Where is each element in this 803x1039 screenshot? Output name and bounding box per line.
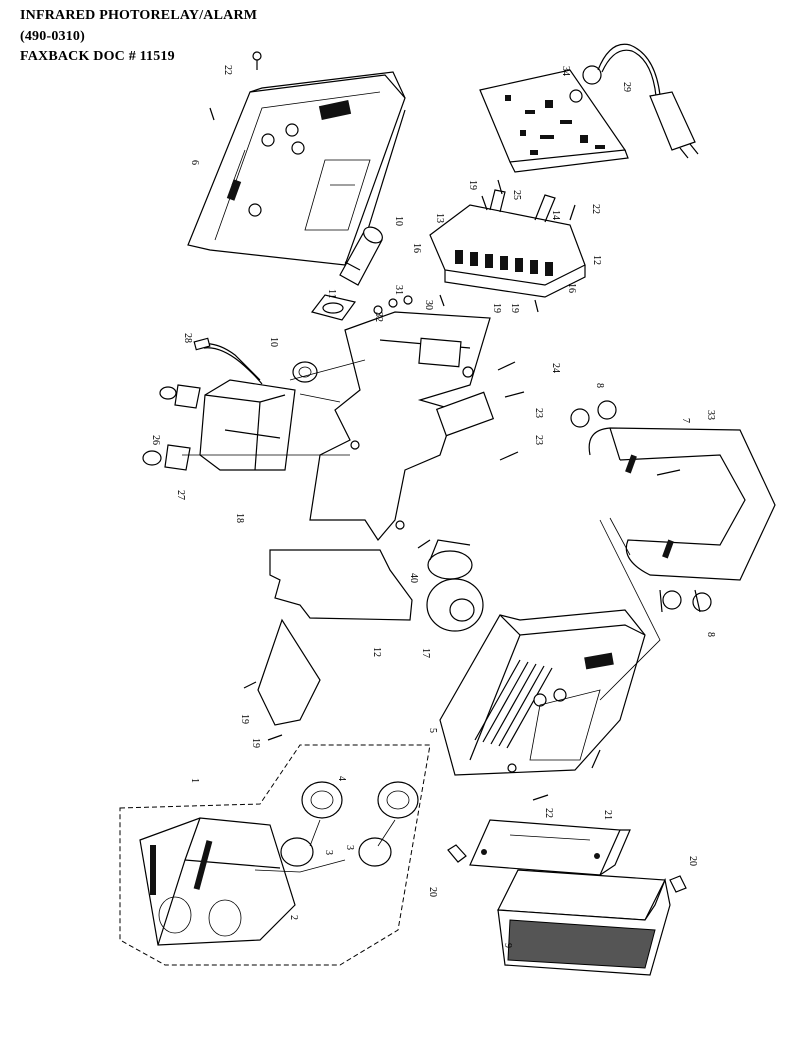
- part-number-label: 9: [502, 943, 513, 948]
- part-number-label: 13: [434, 213, 445, 223]
- part-number-label: 28: [182, 333, 193, 343]
- part-number-label: 22: [222, 65, 233, 75]
- part-number-label: 16: [411, 243, 422, 253]
- part-number-label: 10: [393, 216, 404, 226]
- part-number-label: 19: [239, 714, 250, 724]
- part-number-label: 7: [680, 418, 691, 423]
- header-doc: FAXBACK DOC # 11519: [20, 49, 175, 64]
- part-number-label: 19: [250, 738, 261, 748]
- part-number-label: 16: [566, 283, 577, 293]
- part-number-label: 3: [323, 850, 334, 855]
- speaker-parts: [280, 781, 419, 867]
- part-number-label: 23: [533, 408, 544, 418]
- part-number-label: 14: [550, 210, 561, 220]
- mounting-plate-part: [269, 549, 413, 621]
- header-model: (490-0310): [20, 29, 85, 44]
- part-number-label: 3: [344, 845, 355, 850]
- part-number-label: 19: [467, 180, 478, 190]
- part-number-label: 22: [590, 204, 601, 214]
- part-number-label: 12: [371, 647, 382, 657]
- part-number-label: 27: [175, 490, 186, 500]
- part-number-label: 32: [373, 312, 384, 322]
- side-panel-part: [257, 618, 321, 726]
- part-number-label: 20: [427, 887, 438, 897]
- part-number-label: 31: [393, 285, 404, 295]
- part-number-label: 8: [705, 632, 716, 637]
- infrared-sensor-part: [339, 226, 383, 286]
- part-number-label: 2: [288, 915, 299, 920]
- header-title: INFRARED PHOTORELAY/ALARM: [20, 8, 258, 23]
- part-number-label: 20: [687, 856, 698, 866]
- part-number-label: 11: [326, 289, 337, 299]
- grommet-ring-part: [292, 361, 318, 383]
- part-number-label: 8: [594, 383, 605, 388]
- part-number-label: 4: [336, 776, 347, 781]
- vent-slots: [474, 659, 553, 749]
- power-cord-part: [597, 43, 699, 159]
- part-1-group-outline: [119, 744, 431, 966]
- part-number-label: 19: [491, 303, 502, 313]
- siren-motor-part: [426, 539, 484, 632]
- part-number-label: 24: [550, 363, 561, 373]
- part-number-label: 34: [560, 66, 571, 76]
- front-grille-part: [497, 869, 671, 976]
- part-number-label: 33: [705, 410, 716, 420]
- part-number-label: 22: [543, 808, 554, 818]
- part-number-label: 12: [591, 255, 602, 265]
- part-number-label: 17: [420, 648, 431, 658]
- part-number-label: 19: [509, 303, 520, 313]
- grille-frame-part: [469, 819, 631, 876]
- part-number-label: 5: [427, 728, 438, 733]
- terminal-block-part: [429, 189, 586, 298]
- chassis-plate-part: [309, 311, 495, 542]
- part-number-label: 21: [602, 810, 613, 820]
- adjustment-knob-part: [570, 400, 712, 612]
- housing-cover-part: [187, 71, 406, 266]
- part-number-label: 30: [423, 300, 434, 310]
- part-number-label: 26: [150, 435, 161, 445]
- transformer-part: [199, 379, 296, 471]
- part-number-label: 1: [189, 778, 200, 783]
- bracket-left-part: [142, 384, 201, 471]
- part-number-label: 6: [189, 160, 200, 165]
- part-number-label: 40: [408, 573, 419, 583]
- speaker-housing-part: [139, 817, 296, 946]
- part-number-label: 29: [621, 82, 632, 92]
- leader-lines: [182, 359, 661, 873]
- part-number-label: 25: [511, 190, 522, 200]
- screws: [209, 51, 701, 893]
- u-bracket-part: [588, 427, 776, 581]
- gasket-part: [310, 294, 357, 321]
- circuit-board-part: [479, 65, 629, 173]
- wire-harness-part: [193, 337, 263, 385]
- part-number-label: 18: [234, 513, 245, 523]
- part-number-label: 10: [268, 337, 279, 347]
- part-number-label: 23: [533, 435, 544, 445]
- base-housing-part: [439, 609, 646, 776]
